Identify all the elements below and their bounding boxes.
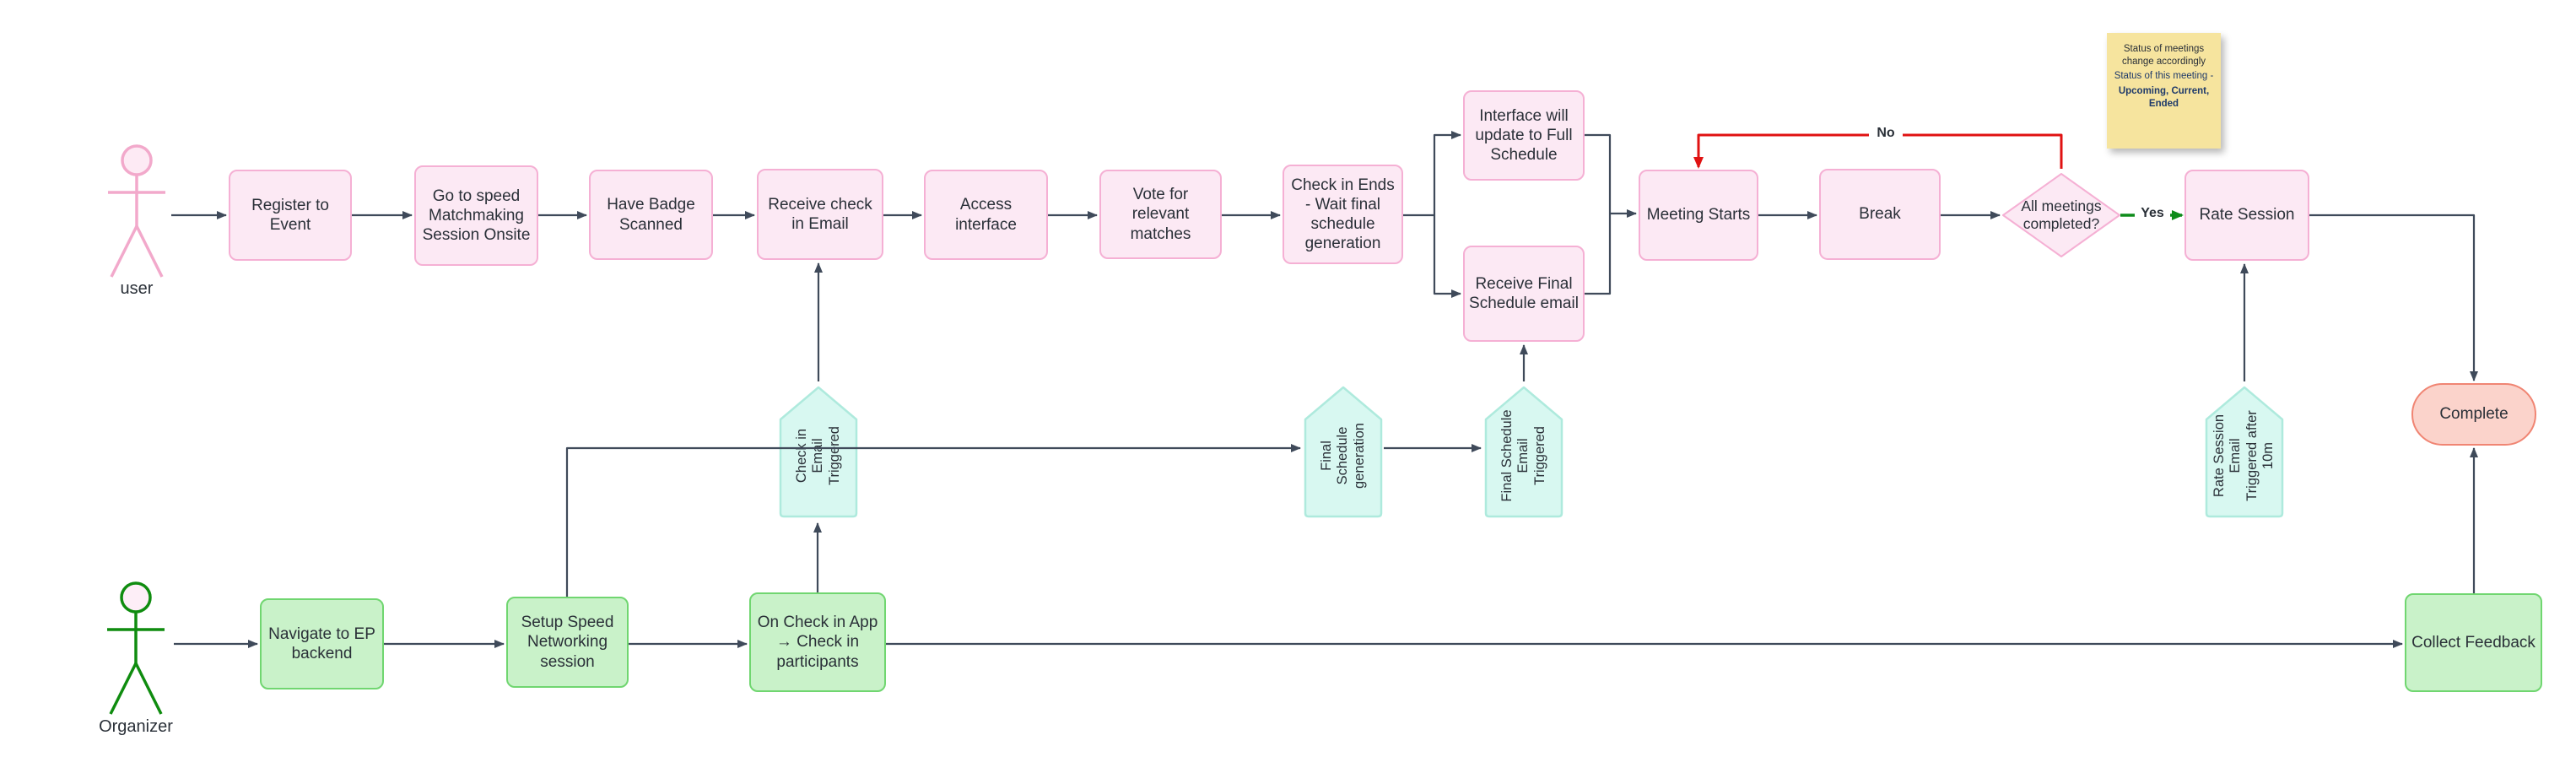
edge-label-no: No [1869,126,1903,141]
sticky-note-meeting-status[interactable]: Status of meetings change accordingly St… [2107,33,2221,149]
node-navigate-ep-backend[interactable]: Navigate to EP backend [260,598,384,689]
decision-all-meetings-completed[interactable]: All meetings completed? [2002,173,2120,257]
node-receive-final-schedule-email[interactable]: Receive Final Schedule email [1463,246,1585,342]
edge-label-yes: Yes [2135,206,2170,221]
edge-split-to-interfaceupdate [1433,131,1461,215]
node-complete-terminator[interactable]: Complete [2411,383,2536,446]
node-on-checkin-app[interactable]: On Check in App → Check in participants [749,592,886,692]
edge-interfaceupdate-merge [1585,133,1612,214]
node-meeting-starts[interactable]: Meeting Starts [1639,170,1758,261]
sticky-note-line1: Status of meetings change accordingly [2121,44,2206,68]
edge-setup-to-schedulegeneration [565,444,1301,597]
node-access-interface[interactable]: Access interface [924,170,1048,260]
node-vote-relevant-matches[interactable]: Vote for relevant matches [1099,170,1222,259]
node-register-to-event[interactable]: Register to Event [229,170,352,261]
user-actor-icon [103,142,170,285]
tag-checkin-email-triggered[interactable]: Check in Email Triggered [778,384,859,519]
node-receive-checkin-email[interactable]: Receive check in Email [757,169,883,260]
node-checkin-ends-wait[interactable]: Check in Ends - Wait final schedule gene… [1283,165,1403,264]
node-have-badge-scanned[interactable]: Have Badge Scanned [589,170,713,260]
edge-split-to-receivefinal [1433,215,1461,298]
node-rate-session[interactable]: Rate Session [2184,170,2309,261]
sticky-note-line3: Upcoming, Current, Ended [2118,85,2210,109]
node-interface-update-full-schedule[interactable]: Interface will update to Full Schedule [1463,90,1585,181]
node-go-to-speed-matchmaking[interactable]: Go to speed Matchmaking Session Onsite [414,165,538,266]
tag-rate-session-email-triggered[interactable]: Rate Session Email Triggered after 10m [2204,384,2285,519]
sticky-note-line2: Status of this meeting - [2114,71,2214,82]
edge-ratesession-to-complete [2309,214,2478,381]
tag-final-schedule-generation[interactable]: Final Schedule generation [1303,384,1384,519]
node-collect-feedback[interactable]: Collect Feedback [2405,593,2542,692]
organizer-actor-label: Organizer [99,717,173,736]
node-break[interactable]: Break [1819,169,1941,260]
user-actor-label: user [120,279,154,298]
edge-receivefinal-merge [1585,214,1612,295]
organizer-actor-icon [102,579,170,722]
node-setup-speed-networking[interactable]: Setup Speed Networking session [506,597,629,688]
tag-final-schedule-email-triggered[interactable]: Final Schedule Email Triggered [1483,384,1564,519]
